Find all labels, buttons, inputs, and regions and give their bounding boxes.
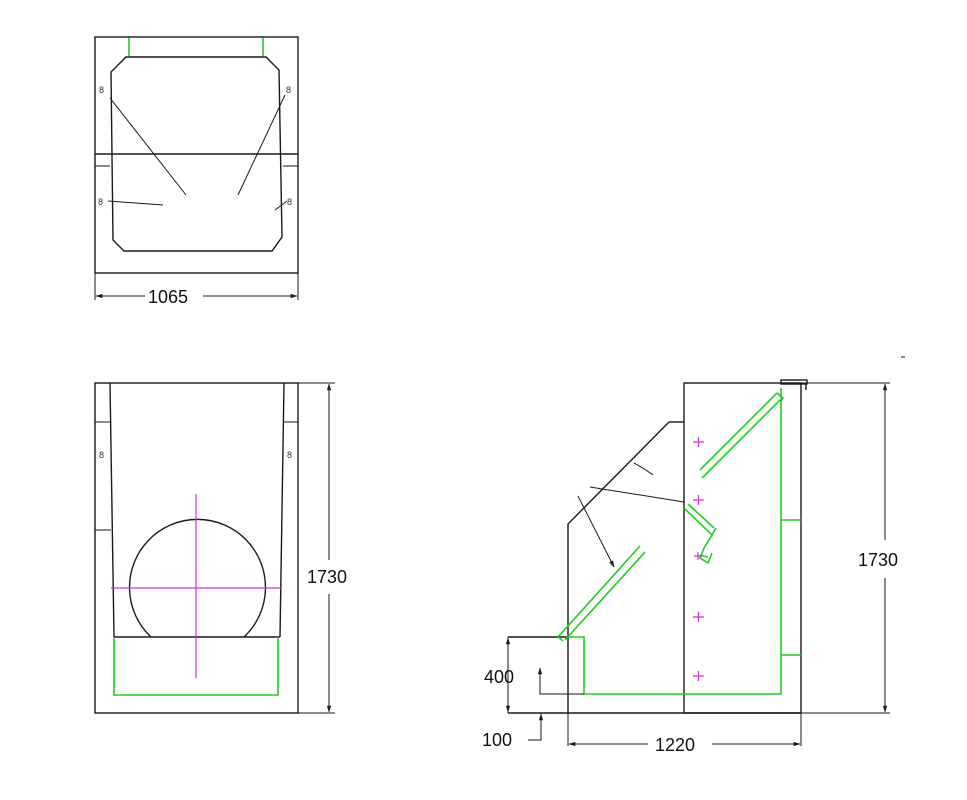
bolt-label: 8 bbox=[99, 85, 104, 95]
angle-arc bbox=[633, 462, 654, 476]
side-view-sloped-front bbox=[567, 421, 670, 713]
bolt-label: 8 bbox=[287, 197, 292, 207]
top-view: 8 8 8 8 1065 bbox=[94, 36, 299, 307]
dimension-base-label: 100 bbox=[482, 730, 512, 750]
front-view: 8 8 1730 bbox=[94, 382, 347, 714]
side-view-cabinet bbox=[683, 382, 802, 714]
bolt-label: 8 bbox=[287, 450, 292, 460]
front-inner-wall-left bbox=[109, 382, 115, 638]
dimension-depth-label: 1220 bbox=[655, 735, 695, 755]
leader-line bbox=[274, 200, 288, 211]
dimension-step-label: 400 bbox=[484, 667, 514, 687]
leader-arrow bbox=[577, 495, 615, 568]
top-view-outer-frame bbox=[94, 36, 299, 274]
dimension-height-label: 1730 bbox=[307, 567, 347, 587]
bolt-label: 8 bbox=[99, 450, 104, 460]
leader-line bbox=[107, 200, 164, 206]
side-view: 1730 1220 400 100 bbox=[482, 356, 905, 755]
bolt-label: 8 bbox=[98, 197, 103, 207]
top-latch bbox=[780, 379, 808, 385]
green-inner-frame bbox=[568, 388, 782, 695]
leader-line bbox=[589, 486, 685, 503]
leader-line bbox=[237, 94, 286, 196]
dimension-height-label: 1730 bbox=[858, 550, 898, 570]
dimension-width-label: 1065 bbox=[148, 287, 188, 307]
mount-point-marks bbox=[693, 437, 704, 681]
upper-chute-plate bbox=[699, 392, 781, 479]
lower-chute-plate bbox=[557, 545, 646, 641]
drum-circle bbox=[128, 518, 267, 638]
green-base-tray bbox=[113, 637, 279, 696]
flap-mechanism bbox=[683, 503, 717, 537]
front-inner-wall-right bbox=[279, 382, 285, 638]
leader-line bbox=[109, 97, 187, 196]
top-view-hopper-outline bbox=[110, 56, 283, 252]
bolt-label: 8 bbox=[286, 85, 291, 95]
front-view-outer-frame bbox=[94, 382, 299, 714]
